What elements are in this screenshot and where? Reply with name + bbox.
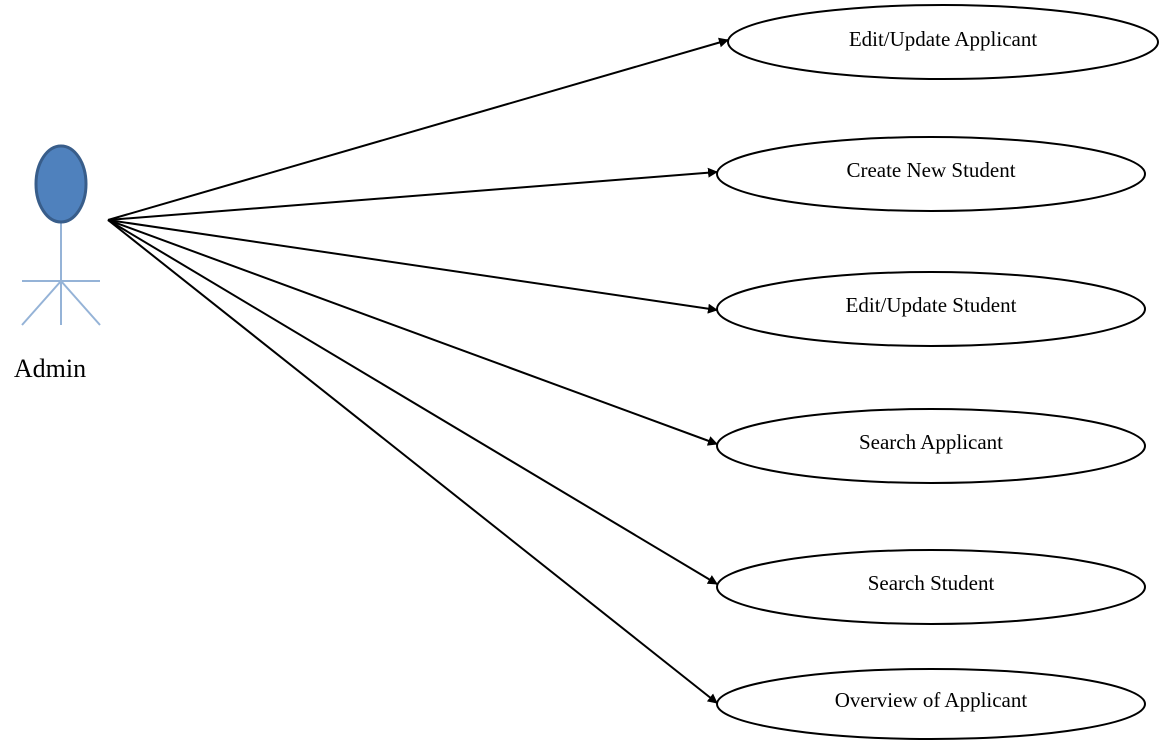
use-case-edit-update-applicant[interactable]: Edit/Update Applicant bbox=[727, 4, 1159, 80]
use-case-oval bbox=[716, 136, 1146, 212]
use-case-oval bbox=[716, 668, 1146, 740]
arrow-search-student bbox=[107, 219, 718, 585]
use-case-overview-of-applicant[interactable]: Overview of Applicant bbox=[716, 668, 1146, 740]
arrow-search-applicant bbox=[107, 219, 718, 446]
use-case-label: Search Student bbox=[868, 571, 995, 595]
associations bbox=[107, 37, 729, 704]
actor-right-leg bbox=[60, 280, 101, 326]
use-case-create-new-student[interactable]: Create New Student bbox=[716, 136, 1146, 212]
use-case-oval bbox=[716, 408, 1146, 484]
use-case-oval bbox=[727, 4, 1159, 80]
use-case-edit-update-student[interactable]: Edit/Update Student bbox=[716, 271, 1146, 347]
actor-left-leg bbox=[21, 280, 62, 326]
use-case-oval bbox=[716, 271, 1146, 347]
arrow-overview-of-applicant bbox=[107, 219, 718, 704]
use-case-oval bbox=[716, 549, 1146, 625]
actor-head bbox=[34, 144, 88, 224]
use-case-label: Create New Student bbox=[846, 158, 1015, 182]
actor-admin: Admin bbox=[14, 144, 101, 383]
use-case-label: Search Applicant bbox=[859, 430, 1003, 454]
actor-label: Admin bbox=[14, 354, 86, 383]
use-case-label: Edit/Update Applicant bbox=[849, 27, 1038, 51]
use-case-label: Overview of Applicant bbox=[835, 688, 1028, 712]
use-case-search-applicant[interactable]: Search Applicant bbox=[716, 408, 1146, 484]
use-case-label: Edit/Update Student bbox=[846, 293, 1017, 317]
arrow-edit-update-student bbox=[107, 219, 718, 314]
arrow-create-new-student bbox=[107, 167, 718, 221]
use-case-search-student[interactable]: Search Student bbox=[716, 549, 1146, 625]
arrow-edit-update-applicant bbox=[107, 37, 729, 221]
